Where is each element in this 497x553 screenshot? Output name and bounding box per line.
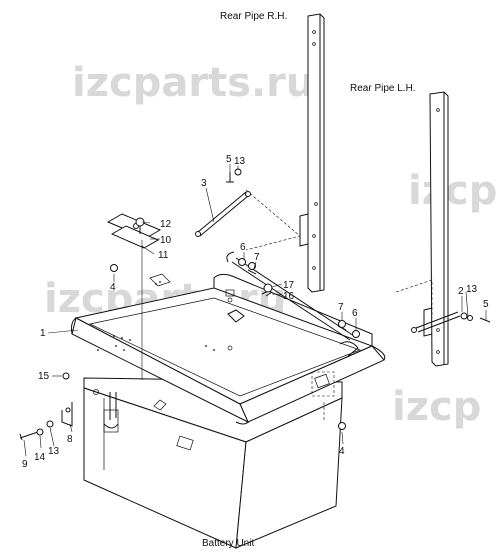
watermark-right-top: izcp — [408, 168, 497, 214]
callout-6-lower: 6 — [352, 308, 358, 319]
part-2-rod — [411, 311, 461, 333]
title-rear-pipe-lh: Rear Pipe L.H. — [350, 83, 416, 94]
callout-7-upper: 7 — [254, 252, 260, 263]
callout-3: 3 — [201, 178, 207, 189]
callout-2: 2 — [458, 286, 464, 297]
callout-15: 15 — [38, 371, 50, 382]
watermark-top: izcparts.ru — [72, 60, 314, 106]
part-3-rod — [195, 191, 251, 237]
callout-10: 10 — [160, 235, 172, 246]
callout-13-top: 13 — [234, 156, 246, 167]
callout-8: 8 — [67, 434, 73, 445]
callout-11: 11 — [158, 250, 169, 261]
callout-6-upper: 6 — [240, 242, 246, 253]
title-battery-unit: Battery Unit — [202, 538, 254, 549]
callout-13-bottom: 13 — [48, 446, 60, 457]
battery-tray — [71, 273, 386, 425]
callout-9: 9 — [22, 459, 28, 470]
callout-13-right: 13 — [466, 284, 478, 295]
callout-16: 16 — [283, 291, 295, 302]
callout-4-upper: 4 — [110, 282, 116, 293]
callout-17: 17 — [283, 280, 295, 291]
rear-pipe-rh — [299, 13, 325, 293]
callout-1: 1 — [40, 328, 46, 339]
callout-14: 14 — [34, 452, 46, 463]
callout-5-top: 5 — [226, 154, 232, 165]
rear-pipe-lh — [423, 91, 449, 367]
callout-7-lower: 7 — [338, 302, 344, 313]
callout-12: 12 — [160, 219, 172, 230]
part-10-11-clamp — [106, 213, 162, 249]
callout-5-right: 5 — [483, 299, 489, 310]
hold-down-bar — [225, 251, 359, 357]
fasteners — [19, 168, 491, 441]
leader-lines — [23, 164, 487, 457]
watermark-right-bottom: izcp — [392, 384, 481, 430]
title-rear-pipe-rh: Rear Pipe R.H. — [220, 11, 287, 22]
callout-4-lower: 4 — [339, 446, 345, 457]
